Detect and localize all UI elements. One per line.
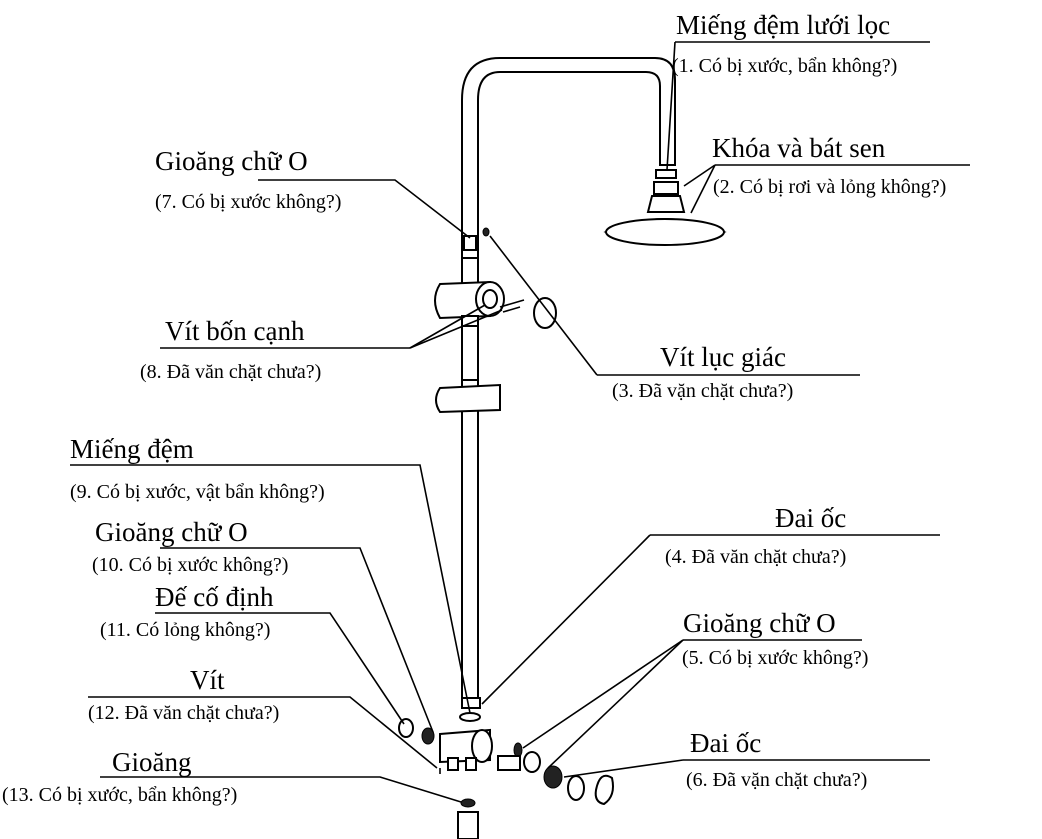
left-fitting-b [421, 727, 435, 745]
label-7-title: Gioăng chữ O [155, 146, 308, 176]
lower-holder [435, 379, 501, 414]
right-o-ring [513, 742, 523, 758]
label-10: Gioăng chữ O (10. Có bị xước không?) [92, 517, 288, 576]
label-10-note: (10. Có bị xước không?) [92, 554, 288, 576]
label-3-note: (3. Đã vặn chặt chưa?) [612, 380, 793, 402]
label-5-title: Gioăng chữ O [683, 608, 836, 638]
right-washer [567, 775, 585, 801]
label-1-note: (1. Có bị xước, bẩn không?) [672, 55, 897, 77]
label-8-note: (8. Đã văn chặt chưa?) [140, 361, 321, 383]
label-4: Đai ốc (4. Đã văn chặt chưa?) [665, 503, 846, 568]
gasket-ring [459, 712, 481, 722]
hose [457, 811, 479, 839]
hose-gasket [460, 798, 476, 808]
label-8: Vít bốn cạnh (8. Đã văn chặt chưa?) [140, 316, 321, 383]
label-6: Đai ốc (6. Đã vặn chặt chưa?) [686, 728, 867, 791]
screw-b [502, 306, 521, 313]
right-connector-b [523, 751, 541, 773]
label-13-title: Gioăng [112, 747, 191, 777]
label-12-note: (12. Đã văn chặt chưa?) [88, 702, 279, 724]
upper-holder [434, 257, 505, 327]
label-2-title: Khóa và bát sen [712, 133, 886, 163]
o-ring-top [482, 227, 490, 237]
label-4-note: (4. Đã văn chặt chưa?) [665, 546, 846, 568]
label-2: Khóa và bát sen (2. Có bị rơi và lỏng kh… [712, 133, 946, 198]
leader-lines [70, 41, 970, 803]
label-5: Gioăng chữ O (5. Có bị xước không?) [682, 608, 868, 669]
label-4-title: Đai ốc [775, 503, 846, 533]
shower-assembly [398, 57, 727, 839]
label-8-title: Vít bốn cạnh [165, 316, 305, 346]
label-5-note: (5. Có bị xước không?) [682, 647, 868, 669]
label-9-title: Miếng đệm [70, 434, 194, 464]
label-11: Đế cố định (11. Có lỏng không?) [100, 582, 274, 641]
label-1-title: Miếng đệm lưới lọc [676, 10, 890, 40]
hand-shower-holder [594, 774, 614, 806]
pipe-connector [463, 235, 477, 251]
mixer-body [439, 728, 493, 771]
label-12-title: Vít [190, 665, 225, 695]
label-6-title: Đai ốc [690, 728, 761, 758]
filter-gasket [655, 169, 677, 179]
label-11-note: (11. Có lỏng không?) [100, 619, 270, 641]
hex-cap [533, 297, 557, 329]
label-1: Miếng đệm lưới lọc (1. Có bị xước, bẩn k… [672, 10, 897, 77]
label-13-note: (13. Có bị xước, bẩn không?) [2, 784, 237, 806]
label-12: Vít (12. Đã văn chặt chưa?) [88, 665, 279, 724]
label-10-title: Gioăng chữ O [95, 517, 248, 547]
label-11-title: Đế cố định [155, 582, 274, 612]
label-3-title: Vít lục giác [660, 342, 786, 372]
screw-a [499, 299, 525, 308]
label-9-note: (9. Có bị xước, vật bẩn không?) [70, 481, 325, 503]
right-connector-a [497, 755, 521, 771]
label-2-note: (2. Có bị rơi và lỏng không?) [713, 176, 946, 198]
label-3: Vít lục giác (3. Đã vặn chặt chưa?) [612, 342, 793, 402]
label-13: Gioăng (13. Có bị xước, bẩn không?) [2, 747, 237, 806]
label-9: Miếng đệm (9. Có bị xước, vật bẩn không?… [70, 434, 325, 503]
left-fitting-a [398, 718, 414, 738]
pipe-nut [461, 697, 481, 709]
label-6-note: (6. Đã vặn chặt chưa?) [686, 769, 867, 791]
labels: Miếng đệm lưới lọc (1. Có bị xước, bẩn k… [2, 10, 946, 806]
label-7-note: (7. Có bị xước không?) [155, 191, 341, 213]
head-nut [653, 181, 679, 195]
right-nut [543, 765, 563, 789]
vertical-pipe [461, 57, 676, 701]
shower-head [603, 195, 727, 246]
label-7: Gioăng chữ O (7. Có bị xước không?) [155, 146, 341, 213]
